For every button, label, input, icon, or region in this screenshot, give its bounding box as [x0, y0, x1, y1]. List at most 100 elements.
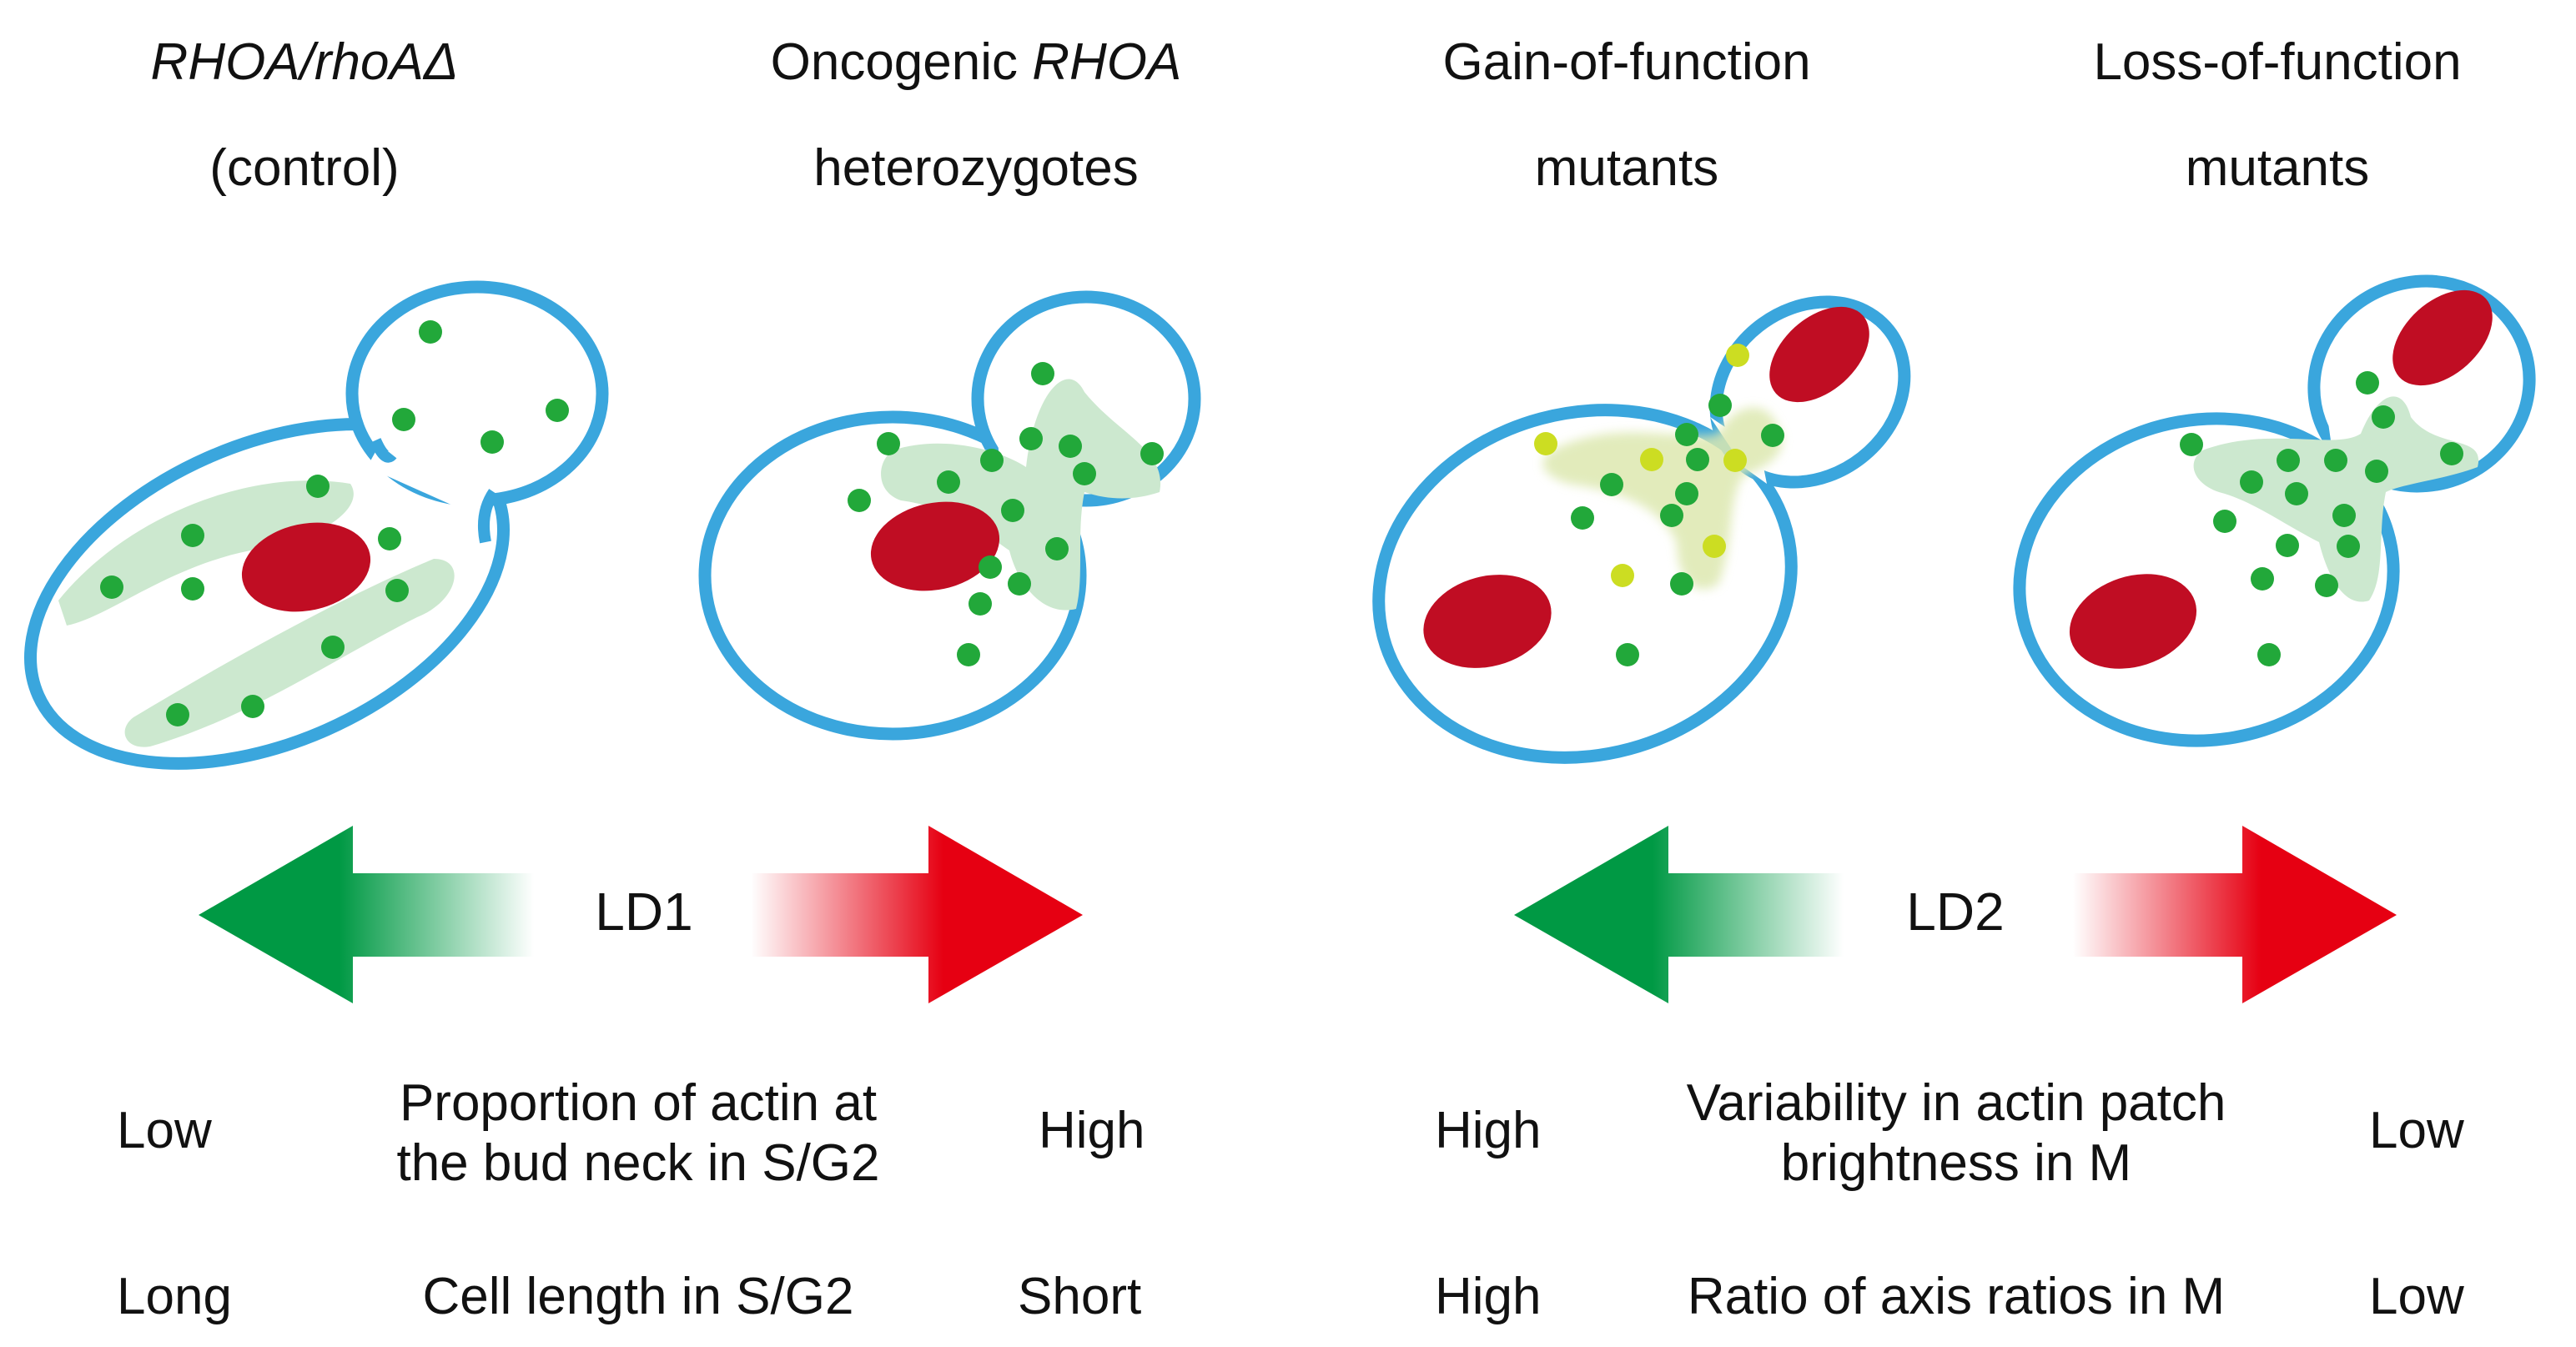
- actin-patch: [385, 579, 409, 602]
- actin-patch: [2332, 504, 2356, 527]
- nucleus: [870, 501, 1000, 591]
- ld2-row1-line1: Variability in actin patch: [1686, 1074, 2226, 1132]
- nucleus: [1423, 575, 1552, 668]
- actin-patch: [166, 703, 189, 726]
- ld2-row2-left: High: [1435, 1268, 1542, 1325]
- actin-patch: [848, 489, 871, 512]
- bright-patches-gain: [1534, 344, 1749, 587]
- actin-patch: [1686, 448, 1709, 471]
- ld1-row1-line1: Proportion of actin at: [399, 1074, 878, 1132]
- bright-actin-patch: [1611, 564, 1634, 587]
- actin-patch: [1001, 499, 1024, 522]
- actin-patch: [957, 643, 980, 666]
- actin-patches-oncogenic: [848, 362, 1164, 666]
- actin-patch: [1019, 427, 1043, 450]
- actin-patch: [2440, 442, 2463, 465]
- actin-patch: [1616, 643, 1639, 666]
- bright-actin-patch: [1703, 535, 1726, 558]
- actin-patches-gain: [1571, 394, 1784, 666]
- panel-title-control-line1: RHOA/rhoAΔ: [150, 33, 459, 91]
- cell-control: [24, 280, 609, 770]
- actin-patch: [1059, 435, 1082, 458]
- actin-patch: [2356, 371, 2379, 395]
- actin-patch: [1571, 506, 1594, 530]
- actin-region: [881, 379, 1161, 611]
- panel-title-oncogenic-line2: heterozygotes: [813, 139, 1139, 197]
- actin-patch: [2213, 510, 2236, 533]
- actin-patch: [1708, 394, 1732, 417]
- actin-patch: [1675, 423, 1698, 446]
- actin-patch: [2324, 449, 2347, 472]
- bright-actin-patch: [1723, 449, 1747, 472]
- ld2-right-arrow: [2073, 826, 2397, 1003]
- actin-patch: [2365, 460, 2388, 483]
- actin-patch: [1660, 504, 1683, 527]
- actin-patch: [1675, 482, 1698, 505]
- actin-patch: [392, 408, 415, 431]
- actin-region: [58, 480, 354, 626]
- nucleus: [2069, 574, 2197, 669]
- actin-region: [2193, 396, 2479, 602]
- actin-patch: [241, 695, 264, 718]
- actin-patch: [1600, 473, 1623, 496]
- actin-patch: [1008, 572, 1031, 596]
- actin-patch: [969, 592, 992, 616]
- ld1-left-arrow: [199, 826, 534, 1003]
- actin-patch: [2180, 433, 2203, 456]
- actin-patches-control: [100, 320, 569, 726]
- panel-title-gain: Gain-of-function mutants: [1442, 33, 1810, 198]
- panel-title-oncogenic: Oncogenic RHOA heterozygotes: [771, 33, 1182, 198]
- cell-control-neck-edge-lower: [478, 489, 499, 544]
- actin-patch: [2285, 482, 2308, 505]
- actin-patch: [2372, 405, 2395, 429]
- ld2-row2-right: Low: [2369, 1268, 2464, 1325]
- nucleus: [241, 522, 371, 612]
- actin-patch: [181, 524, 204, 547]
- ld2-row1-left: High: [1435, 1102, 1542, 1159]
- actin-patch: [1140, 442, 1164, 465]
- bright-actin-patch: [1726, 344, 1749, 367]
- ld2-label: LD2: [1906, 882, 2005, 942]
- ld2-row2-text: Ratio of axis ratios in M: [1687, 1268, 2226, 1325]
- ld1-row1-left: Low: [117, 1102, 212, 1159]
- actin-patch: [2276, 534, 2299, 557]
- cell-control-neck: [367, 434, 494, 524]
- ld2-row1-line2: brightness in M: [1780, 1134, 2132, 1192]
- panel-title-loss-line1: Loss-of-function: [2093, 33, 2462, 91]
- actin-patch: [1670, 572, 1693, 596]
- actin-patch: [877, 432, 900, 455]
- actin-region: [124, 559, 455, 747]
- actin-patch: [321, 636, 345, 659]
- actin-patch: [100, 575, 123, 599]
- actin-patches-loss: [2180, 371, 2463, 666]
- cell-loss: [2013, 274, 2536, 747]
- actin-patch: [2257, 643, 2281, 666]
- ld1-right-arrow: [751, 826, 1083, 1003]
- ld1-label: LD1: [595, 882, 693, 942]
- panel-title-loss: Loss-of-function mutants: [2093, 33, 2461, 198]
- ld1-row1-line2: the bud neck in S/G2: [396, 1134, 880, 1192]
- ld1-row2-left: Long: [117, 1268, 232, 1325]
- actin-patch: [1045, 537, 1069, 560]
- nucleus: [2392, 289, 2493, 386]
- panel-title-oncogenic-italic: RHOA: [1032, 33, 1182, 91]
- actin-patch: [937, 470, 960, 494]
- actin-patch: [306, 475, 330, 498]
- actin-patch: [980, 449, 1004, 472]
- panel-title-gain-line2: mutants: [1534, 139, 1719, 197]
- ld1-row2-right: Short: [1018, 1268, 1142, 1325]
- bright-actin-patch: [1534, 432, 1557, 455]
- cell-control-neck-edge-upper: [370, 438, 397, 463]
- panel-title-loss-line2: mutants: [2185, 139, 2370, 197]
- actin-patch: [2251, 567, 2274, 591]
- ld1-row1-text: Proportion of actin at the bud neck in S…: [396, 1073, 879, 1194]
- panel-title-control: RHOA/rhoAΔ (control): [151, 33, 459, 198]
- actin-patch: [480, 430, 504, 454]
- panel-title-oncogenic-prefix: Oncogenic: [770, 33, 1033, 91]
- nucleus: [1769, 306, 1869, 403]
- actin-patch: [546, 399, 569, 422]
- actin-patch: [419, 320, 442, 344]
- actin-patch: [979, 555, 1002, 579]
- actin-patch: [2315, 574, 2338, 597]
